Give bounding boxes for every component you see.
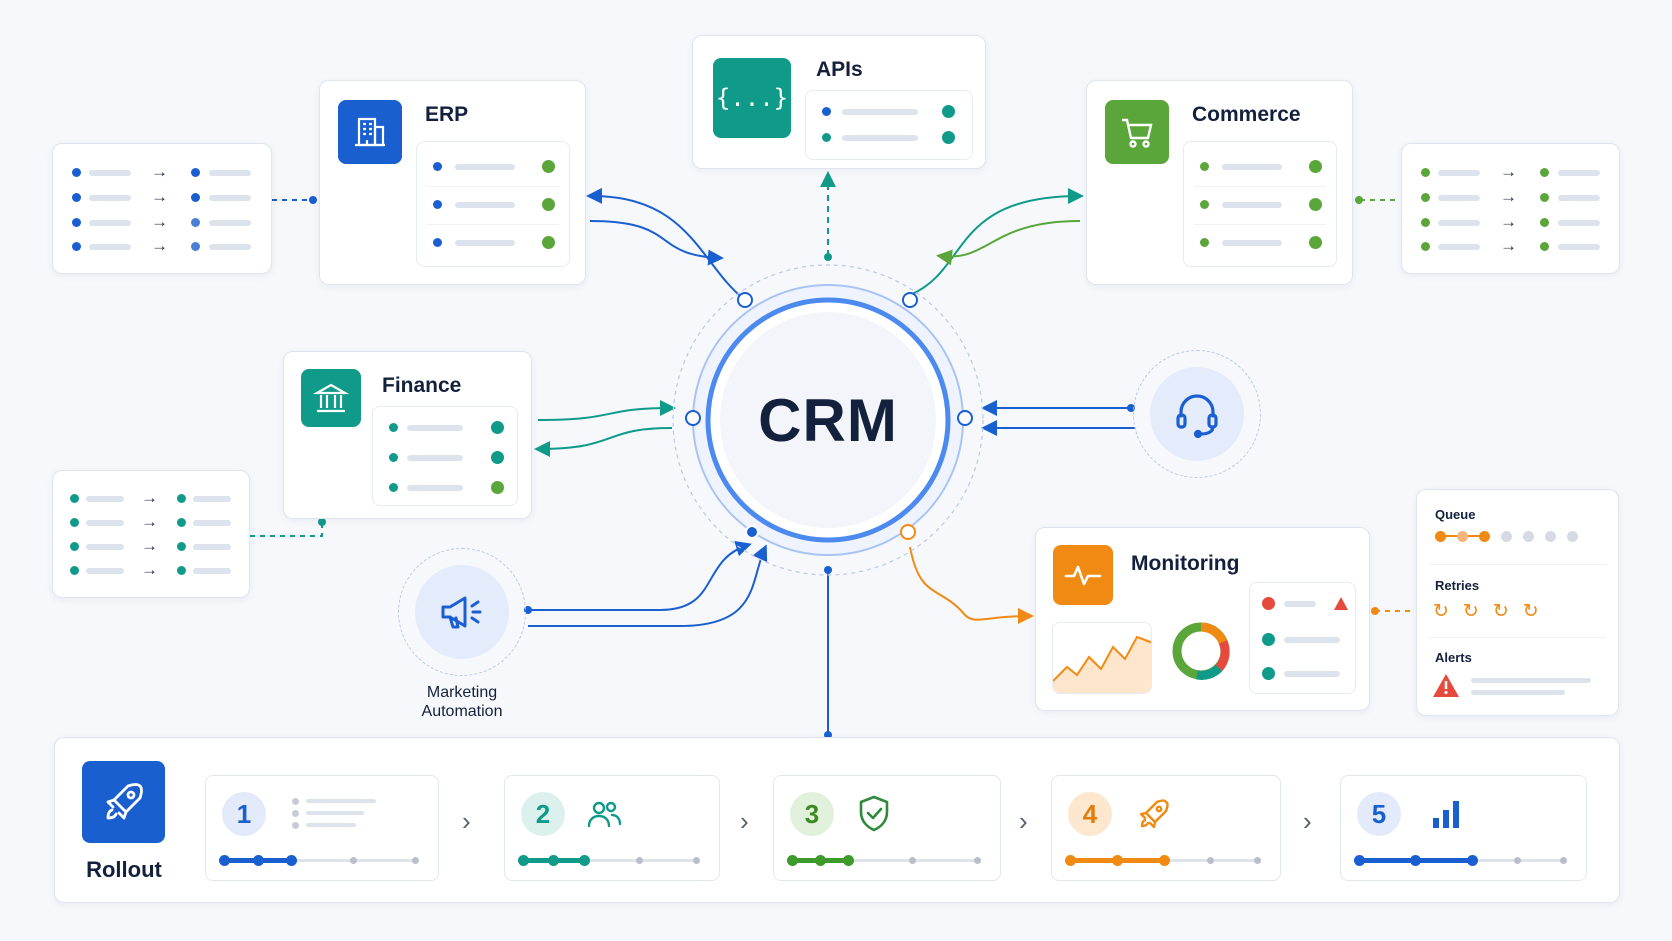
marketing-label: Marketing Automation bbox=[392, 683, 532, 721]
progress-dot bbox=[548, 855, 560, 866]
support-node[interactable] bbox=[1133, 350, 1261, 478]
progress-dot bbox=[842, 855, 854, 866]
rollout-label: Rollout bbox=[86, 857, 162, 882]
rollout-step-3[interactable]: 3 bbox=[773, 775, 1001, 881]
wire-finance-1 bbox=[537, 400, 676, 421]
retry-icons: ↻↻↻↻ bbox=[1433, 601, 1553, 622]
progress-dot-pending bbox=[1513, 857, 1521, 864]
rocket-icon bbox=[1139, 799, 1169, 829]
progress-dot-pending bbox=[636, 857, 644, 864]
status-panel[interactable]: Queue Retries ↻↻↻↻ Alerts bbox=[1416, 489, 1619, 716]
cart-icon bbox=[1105, 100, 1169, 164]
erp-title: ERP bbox=[425, 103, 469, 126]
marketing-label-line1: Marketing bbox=[426, 684, 498, 701]
progress-dot bbox=[1065, 855, 1076, 866]
megaphone-icon bbox=[415, 565, 509, 659]
building-icon bbox=[338, 100, 402, 164]
alert-triangle-icon bbox=[1433, 674, 1459, 697]
headset-icon bbox=[1150, 367, 1244, 461]
progress-dot bbox=[578, 855, 590, 866]
erp-source-card[interactable]: → → → → bbox=[52, 143, 272, 274]
progress-dot bbox=[219, 855, 230, 866]
code-braces-icon: {...} bbox=[713, 58, 791, 138]
list-icon bbox=[292, 796, 382, 836]
progress-dot bbox=[518, 855, 529, 866]
marketing-node[interactable] bbox=[398, 548, 526, 676]
progress-dot bbox=[814, 855, 826, 866]
step-1-progress bbox=[219, 855, 419, 866]
crm-hub[interactable]: CRM bbox=[708, 375, 948, 465]
wire-commerce-1 bbox=[909, 188, 1084, 296]
progress-dot-pending bbox=[349, 857, 357, 864]
step-3-number: 3 bbox=[790, 792, 834, 836]
rollout-step-2[interactable]: 2 bbox=[504, 775, 720, 881]
wire-erp-2 bbox=[589, 220, 724, 266]
monitoring-line-chart bbox=[1052, 622, 1152, 694]
commerce-card[interactable]: Commerce bbox=[1086, 80, 1353, 285]
step-5-progress bbox=[1354, 855, 1567, 866]
hub-outer-dashed-ring bbox=[672, 264, 984, 576]
step-2-number: 2 bbox=[521, 792, 565, 836]
pulse-icon bbox=[1053, 545, 1113, 605]
apis-card[interactable]: {...} APIs bbox=[692, 35, 986, 169]
progress-dot-pending bbox=[693, 857, 700, 864]
progress-dot bbox=[1159, 855, 1170, 866]
progress-dot-pending bbox=[1254, 857, 1261, 864]
users-icon bbox=[587, 801, 621, 828]
rollout-step-4[interactable]: 4 bbox=[1051, 775, 1281, 881]
wire-commerce-2 bbox=[936, 220, 1081, 266]
step-4-progress bbox=[1065, 855, 1261, 866]
bar-chart-icon bbox=[1433, 801, 1459, 828]
wire-marketing-1 bbox=[528, 540, 752, 611]
progress-dot-pending bbox=[1560, 857, 1567, 864]
alerts-label: Alerts bbox=[1435, 650, 1472, 665]
crm-hub-label: CRM bbox=[758, 386, 898, 454]
bank-icon bbox=[301, 369, 361, 427]
wire-erp-1 bbox=[586, 187, 746, 301]
finance-source-card[interactable]: → → → → bbox=[52, 470, 250, 598]
retries-label: Retries bbox=[1435, 578, 1480, 593]
progress-dot bbox=[1354, 855, 1365, 866]
step-4-number: 4 bbox=[1068, 792, 1112, 836]
progress-dot bbox=[1410, 855, 1422, 866]
erp-card[interactable]: ERP bbox=[319, 80, 586, 285]
progress-dot bbox=[787, 855, 798, 866]
commerce-source-card[interactable]: → → → → bbox=[1401, 143, 1620, 274]
progress-dot-pending bbox=[908, 857, 916, 864]
progress-dot-pending bbox=[974, 857, 981, 864]
rollout-rocket-tile bbox=[82, 761, 165, 843]
step-1-number: 1 bbox=[222, 792, 266, 836]
progress-dot-pending bbox=[1207, 857, 1214, 864]
queue-label: Queue bbox=[1435, 507, 1476, 522]
rocket-icon bbox=[106, 783, 143, 820]
commerce-title: Commerce bbox=[1192, 103, 1301, 126]
finance-title: Finance bbox=[382, 374, 462, 397]
monitoring-title: Monitoring bbox=[1131, 552, 1240, 575]
wire-monitoring bbox=[909, 546, 1034, 625]
apis-icon-text: {...} bbox=[715, 84, 789, 112]
wire-marketing-2 bbox=[528, 544, 768, 627]
progress-dot bbox=[1112, 855, 1123, 866]
step-5-number: 5 bbox=[1357, 792, 1401, 836]
finance-card[interactable]: Finance bbox=[283, 351, 532, 519]
apis-title: APIs bbox=[816, 58, 863, 81]
step-3-progress bbox=[787, 855, 981, 866]
monitoring-card[interactable]: Monitoring bbox=[1035, 527, 1370, 711]
wire-finance-2 bbox=[534, 427, 673, 457]
progress-dot bbox=[252, 855, 264, 866]
progress-dot bbox=[1466, 855, 1478, 866]
monitoring-donut bbox=[1163, 608, 1239, 694]
rollout-step-5[interactable]: 5 bbox=[1340, 775, 1587, 881]
rollout-step-1[interactable]: 1 bbox=[205, 775, 439, 881]
progress-dot bbox=[286, 855, 298, 866]
marketing-label-line2: Automation bbox=[421, 703, 503, 720]
progress-dot-pending bbox=[412, 857, 419, 864]
shield-check-icon bbox=[859, 795, 889, 832]
step-2-progress bbox=[518, 855, 700, 866]
